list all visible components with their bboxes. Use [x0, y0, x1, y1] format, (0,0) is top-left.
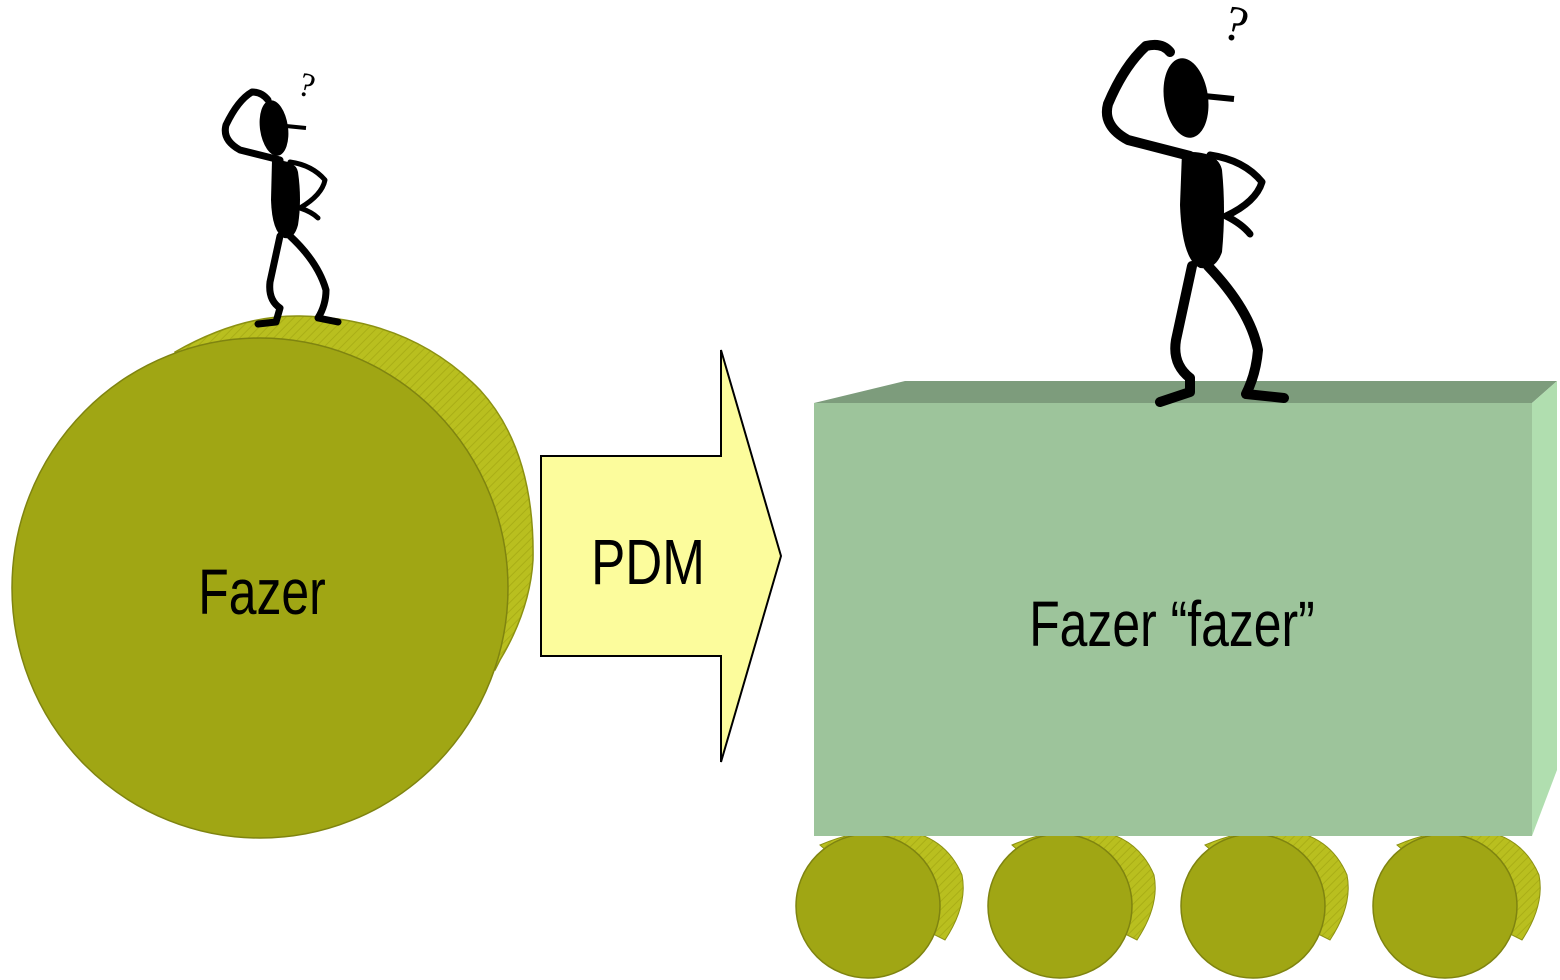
pdm-arrow: PDM [540, 349, 783, 763]
wheel-row [795, 829, 1541, 979]
wheel-1 [795, 829, 964, 979]
thinking-figure-small: ? [221, 66, 342, 328]
wheel-2 [987, 829, 1156, 979]
thinking-figure-large: ? [1102, 0, 1289, 407]
question-mark-icon: ? [1218, 0, 1254, 53]
cart-box: Fazer “fazer” [814, 381, 1557, 836]
cart-box-side [1532, 381, 1557, 836]
pdm-label: PDM [591, 528, 705, 599]
fazer-fazer-label: Fazer “fazer” [1029, 589, 1315, 660]
wheel-3 [1180, 829, 1349, 979]
pdm-arrow-shape [540, 349, 783, 763]
question-mark-icon: ? [295, 66, 319, 106]
cart-box-front [814, 403, 1532, 836]
large-cylinder: Fazer [11, 315, 534, 839]
large-cylinder-face [11, 337, 509, 839]
wheel-4 [1372, 829, 1541, 979]
fazer-label: Fazer [198, 557, 326, 628]
